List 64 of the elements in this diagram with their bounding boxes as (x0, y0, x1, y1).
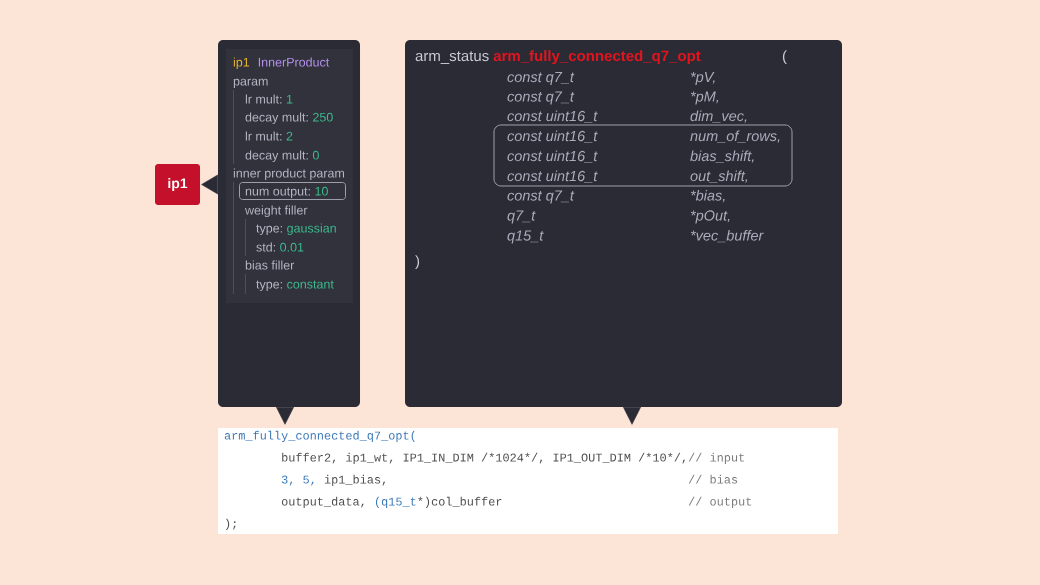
parameter-name: *pM, (690, 91, 719, 105)
parameter-name: *vec_buffer (690, 230, 764, 243)
code-text: ip1_bias, (324, 474, 386, 486)
code-text: (q15_t (375, 496, 416, 508)
property-key: decay mult: (245, 150, 308, 163)
code-text: /*1024 (481, 452, 524, 462)
parameter-type: const uint16_t (507, 170, 598, 183)
section-label: bias filler (245, 260, 295, 270)
callout-pointer (276, 406, 294, 425)
property-value: 10 (315, 186, 328, 196)
property-key: lr mult: (245, 131, 282, 141)
parenthesis: ( (782, 50, 787, 65)
code-comment: // bias (688, 474, 738, 484)
layer-name: ip1 (233, 57, 250, 70)
property-key: std: (256, 242, 275, 252)
property-key: num output: (245, 187, 310, 199)
code-text: 3, 5, (281, 475, 314, 486)
code-text: output_data, (281, 496, 364, 508)
parameter-name: bias_shift, (690, 150, 754, 163)
parameter-type: const uint16_t (507, 130, 598, 143)
code-comment: // output (688, 496, 752, 508)
parameter-type: const q7_t (507, 91, 575, 105)
section-label: weight filler (245, 205, 308, 218)
code-text: */, (525, 452, 543, 464)
code-text: arm_fully_connected_q7_opt( (224, 430, 415, 442)
code-text: */, (668, 452, 685, 464)
property-value: 1 (286, 94, 293, 104)
parameter-name: out_shift, (690, 170, 748, 183)
property-key: type: (256, 224, 282, 236)
code-text: *)col_buffer (418, 496, 502, 508)
return-type: arm_status (415, 51, 489, 64)
code-comment: // input (688, 452, 744, 464)
code-text: buffer2, ip1_wt, IP1_IN_DIM (282, 452, 474, 464)
parameter-type: q15_t (507, 230, 544, 244)
property-key: decay mult: (245, 112, 308, 125)
property-value: gaussian (287, 223, 336, 236)
layer-type: InnerProduct (258, 57, 330, 67)
property-value: 0 (312, 150, 319, 160)
code-text: ); (225, 518, 236, 530)
parameter-name: *pV, (690, 72, 715, 85)
parameter-type: const q7_t (507, 72, 575, 85)
callout-pointer (201, 174, 219, 195)
parameter-name: num_of_rows, (690, 130, 780, 143)
property-key: type: (256, 280, 282, 292)
property-value: constant (287, 280, 334, 289)
code-text: /*10 (638, 452, 666, 462)
property-value: 0.01 (280, 242, 304, 252)
function-name: arm_fully_connected_q7_opt (493, 50, 701, 65)
callout-pointer (623, 406, 641, 425)
property-value: 2 (286, 131, 293, 141)
parameter-name: dim_vec, (690, 110, 747, 123)
property-key: lr mult: (245, 94, 282, 104)
parameter-type: const uint16_t (507, 110, 598, 123)
parameter-type: q7_t (507, 210, 536, 224)
parameter-type: const uint16_t (507, 150, 598, 163)
code-text: IP1_OUT_DIM (553, 453, 631, 463)
property-value: 250 (313, 112, 333, 122)
parameter-name: *pOut, (690, 210, 730, 224)
section-label: param (233, 78, 268, 89)
parameter-name: *bias, (690, 190, 725, 203)
layer-tag: ip1 (155, 164, 200, 205)
parenthesis: ) (415, 255, 420, 270)
parameter-type: const q7_t (507, 190, 575, 204)
section-label: inner product param (233, 168, 344, 181)
